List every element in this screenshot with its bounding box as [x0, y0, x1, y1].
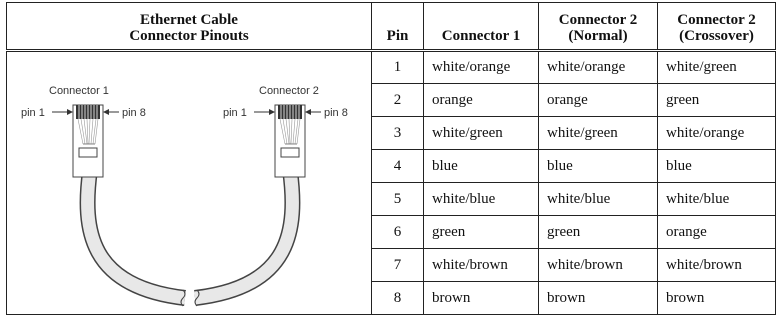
pin-number: 5 [371, 182, 424, 216]
pin-number: 2 [371, 83, 424, 117]
connector1-color: green [423, 215, 539, 249]
diagram-title-line2: Connector Pinouts [129, 28, 249, 44]
connector2-normal-color: blue [538, 149, 658, 183]
arrow-left-icon [305, 109, 311, 115]
pin-number: 6 [371, 215, 424, 249]
pin-number: 1 [371, 50, 424, 84]
connector2-crossover-color: white/orange [657, 116, 776, 150]
connector2-normal-color: orange [538, 83, 658, 117]
connector1-color: white/orange [423, 50, 539, 84]
connector2-crossover-color: white/brown [657, 248, 776, 282]
connector2-crossover-color: white/green [657, 50, 776, 84]
pinout-table: Ethernet Cable Connector Pinouts Pin Con… [6, 2, 776, 315]
cable-diagram-cell: Connector 1 Connector 2 pin 1 pin 8 pin … [6, 50, 372, 315]
connector2-crossover-header-line2: (Crossover) [679, 28, 754, 44]
pin-number: 3 [371, 116, 424, 150]
connector2-crossover-color: orange [657, 215, 776, 249]
connector2-normal-color: white/orange [538, 50, 658, 84]
table-row: 2 orange orange green [7, 83, 776, 117]
connector2-crossover-color: brown [657, 281, 776, 315]
table-row: 8 brown brown brown [7, 281, 776, 315]
connector2-normal-header-line2: (Normal) [568, 28, 628, 44]
table-row: 7 white/brown white/brown white/brown [7, 248, 776, 282]
connector1-color: white/green [423, 116, 539, 150]
connector1-color: brown [423, 281, 539, 315]
arrow-left-icon [103, 109, 109, 115]
arrow-right-icon [269, 109, 275, 115]
connector1-color: white/brown [423, 248, 539, 282]
connector2-crossover-color: blue [657, 149, 776, 183]
table-row: 5 white/blue white/blue white/blue [7, 182, 776, 216]
connector1-color: orange [423, 83, 539, 117]
pin-number: 8 [371, 281, 424, 315]
connector2-normal-header: Connector 2 (Normal) [538, 2, 658, 52]
connector2-pin1-label: pin 1 [223, 107, 247, 119]
diagram-title: Ethernet Cable Connector Pinouts [6, 2, 372, 52]
connector2-label: Connector 2 [259, 85, 319, 97]
connector2-normal-color: white/brown [538, 248, 658, 282]
connector2-normal-color: green [538, 215, 658, 249]
connector2-crossover-color: white/blue [657, 182, 776, 216]
connector1-color: white/blue [423, 182, 539, 216]
connector1-pin8-label: pin 8 [122, 107, 146, 119]
table-row: 6 green green orange [7, 215, 776, 249]
diagram-title-line1: Ethernet Cable [140, 12, 238, 28]
connector2-crossover-color: green [657, 83, 776, 117]
cable-diagram: Connector 1 Connector 2 pin 1 pin 8 pin … [21, 85, 348, 307]
connector2-normal-color: brown [538, 281, 658, 315]
connector1-color: blue [423, 149, 539, 183]
header-row: Ethernet Cable Connector Pinouts Pin Con… [6, 2, 776, 52]
connector1-label: Connector 1 [49, 85, 109, 97]
connector2-normal-color: white/blue [538, 182, 658, 216]
connector1-header: Connector 1 [423, 2, 539, 52]
pin-header: Pin [371, 2, 424, 52]
pin-number: 7 [371, 248, 424, 282]
connector1-pin1-label: pin 1 [21, 107, 45, 119]
table-row: Connector 1 Connector 2 pin 1 pin 8 pin … [6, 50, 776, 315]
pin-number: 4 [371, 149, 424, 183]
connector2-normal-color: white/green [538, 116, 658, 150]
connector2-plug [274, 104, 306, 178]
pinout-document: Ethernet Cable Connector Pinouts Pin Con… [6, 2, 776, 318]
arrow-right-icon [67, 109, 73, 115]
connector2-normal-header-line1: Connector 2 [558, 12, 638, 28]
connector2-crossover-header-line1: Connector 2 [677, 12, 756, 28]
connector1-plug [72, 104, 104, 178]
connector2-pin8-label: pin 8 [324, 107, 348, 119]
connector2-crossover-header: Connector 2 (Crossover) [657, 2, 776, 52]
